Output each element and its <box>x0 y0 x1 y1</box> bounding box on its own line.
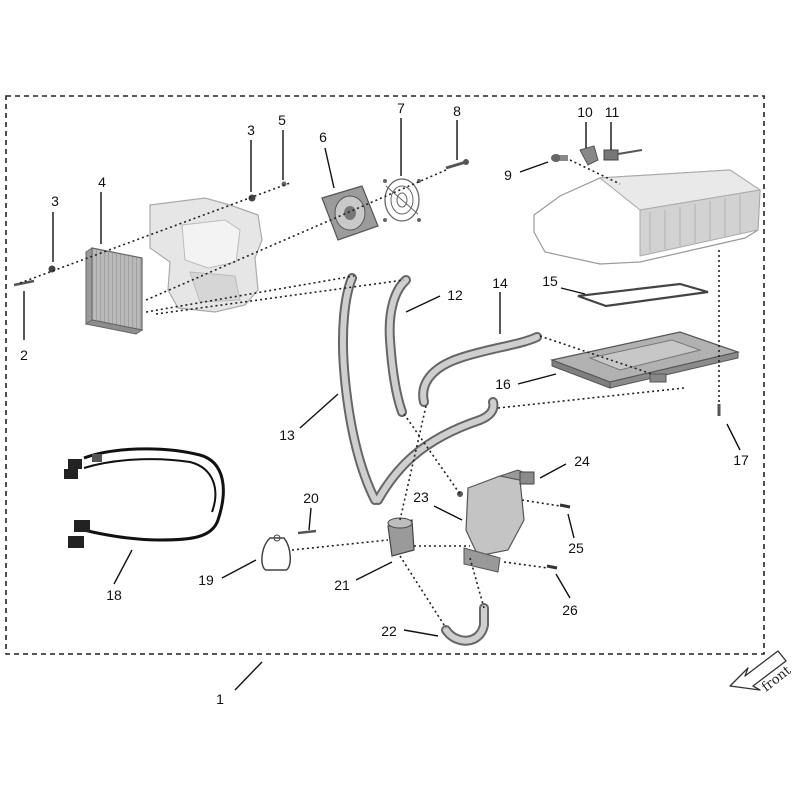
callout-25: 25 <box>568 540 584 556</box>
callout-20: 20 <box>303 490 319 506</box>
callout-14: 14 <box>492 275 508 291</box>
callout-3-upper: 3 <box>247 122 255 138</box>
gasket <box>577 282 709 308</box>
callout-4: 4 <box>98 174 106 190</box>
callout-5: 5 <box>278 112 286 128</box>
callout-7: 7 <box>397 100 405 116</box>
kit-boundary <box>5 95 765 655</box>
sensor-11 <box>603 149 643 161</box>
callout-1: 1 <box>216 691 224 707</box>
callout-16: 16 <box>495 376 511 392</box>
hose-clamp <box>261 537 291 571</box>
cooling-fan <box>321 185 379 241</box>
callout-2: 2 <box>20 347 28 363</box>
hose-13 <box>337 273 499 505</box>
coolant-pump <box>387 517 415 557</box>
controller-housing <box>149 197 263 313</box>
cold-plate <box>549 331 741 389</box>
nut-upper <box>248 194 256 202</box>
callout-23: 23 <box>413 489 429 505</box>
callout-11: 11 <box>605 104 620 120</box>
callout-6: 6 <box>319 129 327 145</box>
callout-21: 21 <box>334 577 350 593</box>
callout-12: 12 <box>447 287 463 303</box>
callout-22: 22 <box>381 623 397 639</box>
callout-26: 26 <box>562 602 578 618</box>
connector-9 <box>551 154 568 162</box>
callout-3-lower: 3 <box>51 193 59 209</box>
callout-19: 19 <box>198 572 214 588</box>
callout-17: 17 <box>733 452 749 468</box>
leader-lines <box>23 118 741 691</box>
screw-25 <box>559 503 571 509</box>
screw-20 <box>297 529 317 535</box>
fan-screw <box>445 159 469 170</box>
fan-grille <box>383 178 421 222</box>
screw-26 <box>546 564 558 570</box>
radiator <box>84 247 144 335</box>
wire-harness <box>64 447 225 548</box>
battery-controller <box>533 169 762 265</box>
callout-15: 15 <box>542 273 558 289</box>
reservoir-port <box>457 491 463 497</box>
bolt-2 <box>13 279 35 287</box>
assembly-guides <box>19 159 720 629</box>
callout-18: 18 <box>106 587 122 603</box>
callout-9: 9 <box>504 167 512 183</box>
bracket-10 <box>579 145 599 166</box>
callout-10: 10 <box>577 104 593 120</box>
front-arrow-icon <box>729 650 787 691</box>
callout-13: 13 <box>279 427 295 443</box>
callout-8: 8 <box>453 103 461 119</box>
coolant-reservoir <box>463 469 535 573</box>
callout-24: 24 <box>574 453 590 469</box>
